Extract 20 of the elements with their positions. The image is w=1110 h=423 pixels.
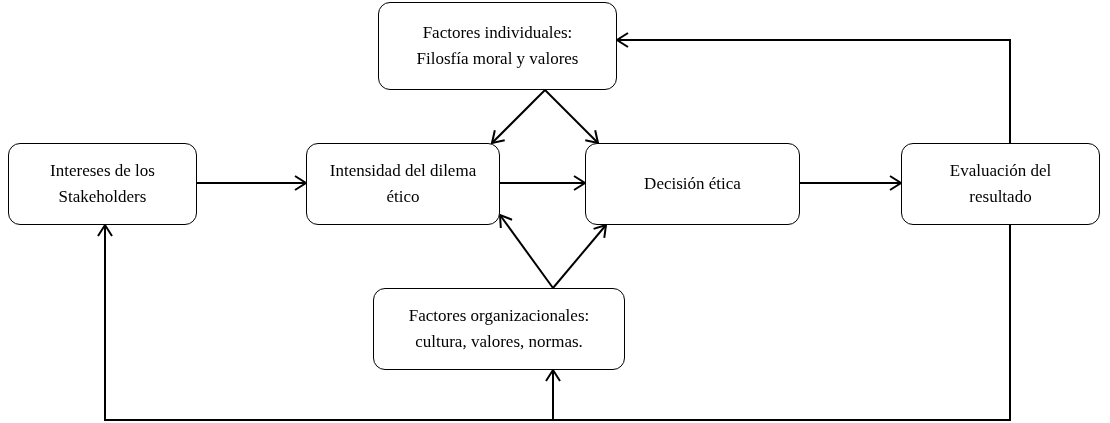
- box-label: Factores organizacionales: cultura, valores, normas.: [407, 305, 591, 353]
- arrow: [799, 175, 902, 191]
- box-label: Factores individuales: Filosfía moral y valores: [415, 22, 580, 70]
- process-box: [901, 143, 1100, 225]
- process-box: [306, 143, 500, 225]
- process-box: [585, 143, 800, 225]
- box-label: Intensidad del dilema ético: [329, 160, 477, 208]
- arrow: [491, 89, 546, 144]
- box-label: Decisión ética: [644, 173, 741, 195]
- box-label: Intereses de los Stakeholders: [49, 160, 156, 208]
- arrow: [499, 175, 586, 191]
- process-box: [8, 143, 197, 225]
- process-box: [378, 2, 617, 90]
- process-box: [373, 288, 625, 370]
- arrow: [552, 224, 607, 289]
- arrow: [544, 89, 599, 144]
- arrow: [196, 175, 307, 191]
- arrow: [499, 214, 554, 289]
- box-label: Evaluación del resultado: [948, 160, 1053, 208]
- arrow: [616, 32, 1011, 144]
